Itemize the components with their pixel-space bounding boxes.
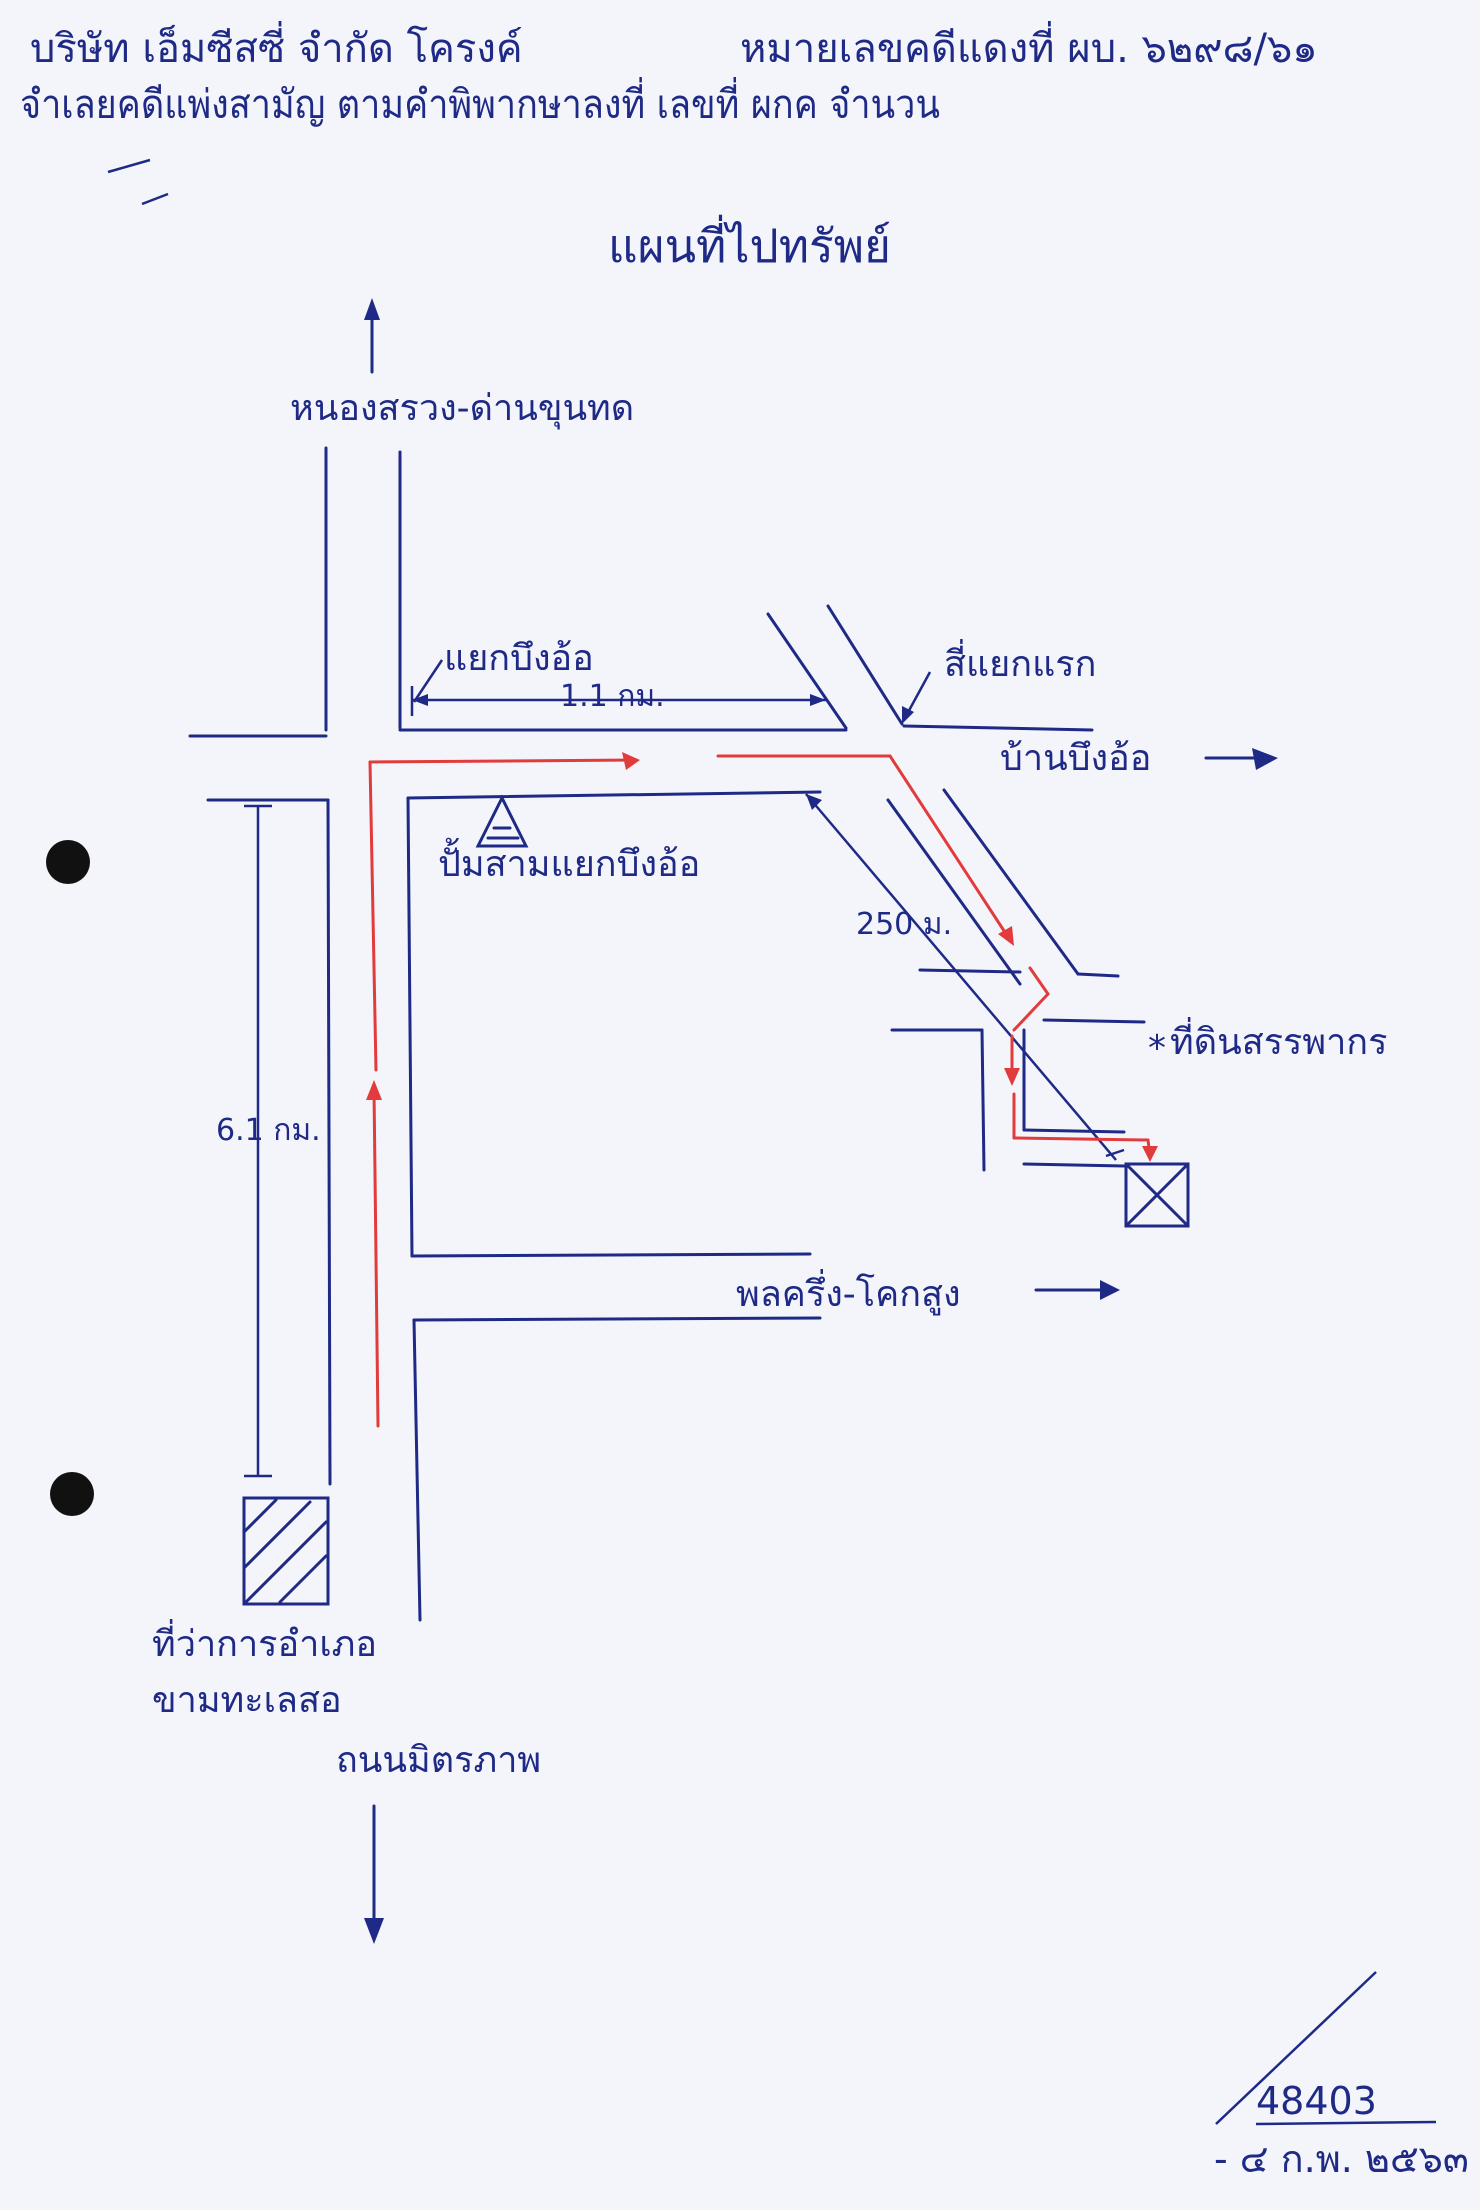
label-south-road: ถนนมิตรภาพ [336, 1740, 541, 1781]
diagonal-roads [766, 604, 1146, 1172]
four-way-pointer-arrow-icon [902, 671, 932, 724]
star-marker: * [1148, 1028, 1166, 1069]
dimension-top [410, 686, 826, 716]
label-gas-station: ปั้มสามแยกบึงอ้อ [438, 837, 700, 885]
junction-pointer [412, 659, 444, 703]
stamp-date: - ๔ ก.พ. ๒๕๖๓ [1214, 2137, 1469, 2181]
label-district-office: ที่ว่าการอำเภอ [152, 1619, 377, 1665]
route-red [366, 752, 1158, 1428]
south-arrow-icon [364, 1804, 384, 1944]
east-road-arrow-icon [1034, 1280, 1120, 1300]
receipt-stamp: 48403 - ๔ ก.พ. ๒๕๖๓ [1214, 1971, 1469, 2181]
distance-top: 1.1 กม. [560, 679, 665, 714]
dimension-vertical [244, 804, 272, 1478]
header-case-number: หมายเลขคดีแดงที่ ผบ. ๖๒๙๘/๖๑ [740, 21, 1318, 72]
label-village: บ้านบึงอ้อ [1000, 738, 1151, 779]
header-defendant-line: จำเลยคดีแพ่งสามัญ ตามคำพิพากษาลงที่ เลขท… [20, 77, 940, 128]
scribble-mark [107, 158, 169, 206]
label-four-way: สี่แยกแรก [944, 639, 1096, 685]
label-junction: แยกบึงอ้อ [444, 638, 594, 679]
binder-hole-bottom [50, 1472, 94, 1516]
district-office-icon [242, 1496, 330, 1606]
gas-station-icon [475, 794, 529, 848]
stamp-number: 48403 [1256, 2079, 1377, 2123]
dimension-diagonal [805, 793, 1125, 1161]
east-arrow-icon [1204, 748, 1278, 770]
label-target: ที่ดินสรรพากร [1170, 1017, 1387, 1063]
north-arrow-icon [364, 298, 380, 374]
binder-hole-top [46, 840, 90, 884]
distance-vertical: 6.1 กม. [216, 1113, 321, 1148]
main-road-mitraphap [188, 446, 848, 1622]
distance-diagonal: 250 ม. [856, 907, 952, 942]
header-company: บริษัท เอ็มซีสซี่ จำกัด โครงค์ [30, 21, 523, 72]
label-east-road: พลครึ่ง-โคกสูง [736, 1269, 961, 1316]
map-title: แผนที่ไปทรัพย์ [608, 214, 891, 273]
target-plot-icon [1124, 1162, 1190, 1228]
label-north-road: หนองสรวง-ด่านขุนทด [290, 388, 634, 430]
label-district-name: ขามทะเลสอ [152, 1680, 342, 1721]
